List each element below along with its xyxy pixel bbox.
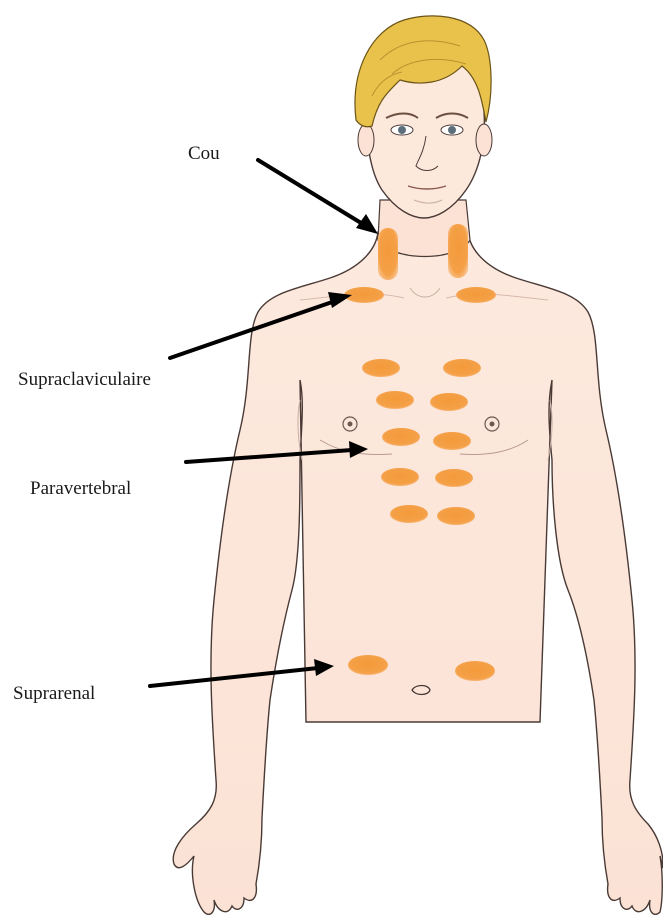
brown-fat-spot bbox=[448, 224, 468, 278]
label-paravertebral: Paravertebral bbox=[30, 478, 131, 500]
ear-left bbox=[358, 124, 374, 156]
label-cou: Cou bbox=[188, 143, 220, 165]
brown-fat-spot bbox=[382, 428, 420, 446]
torso-body bbox=[173, 232, 663, 914]
brown-fat-spot bbox=[455, 661, 495, 681]
ear-right bbox=[476, 124, 492, 156]
arrow-cou bbox=[258, 160, 378, 234]
brown-fat-spot bbox=[456, 287, 496, 303]
label-supraclaviculaire: Supraclaviculaire bbox=[18, 369, 151, 391]
brown-fat-spot bbox=[390, 505, 428, 523]
brown-fat-spot bbox=[443, 359, 481, 377]
brown-fat-spot bbox=[376, 391, 414, 409]
iris-right bbox=[448, 126, 456, 134]
label-suprarenal: Suprarenal bbox=[13, 683, 95, 705]
iris-left bbox=[398, 126, 406, 134]
brown-fat-spot bbox=[433, 432, 471, 450]
brown-fat-spot bbox=[348, 655, 388, 675]
brown-fat-spot bbox=[435, 469, 473, 487]
brown-fat-spot bbox=[437, 507, 475, 525]
brown-fat-spot bbox=[381, 468, 419, 486]
brown-fat-spot bbox=[430, 393, 468, 411]
brown-fat-spot bbox=[362, 359, 400, 377]
brown-fat-spot bbox=[378, 228, 398, 280]
